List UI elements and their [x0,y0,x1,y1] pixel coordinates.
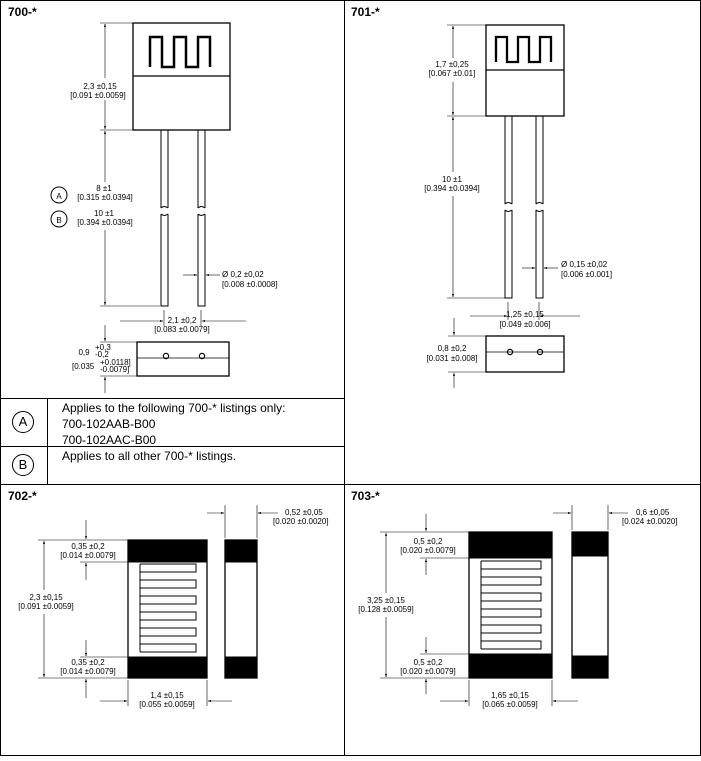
sensor-701-serpentine [494,35,553,64]
dim-701-thick-in: [0.031 ±0.008] [426,354,477,363]
dim-701-thick-mm: 0,8 ±0,2 [438,344,467,353]
dim-700-height-mm: 2,3 ±0,15 [83,82,117,91]
svg-text:-0.0079]: -0.0079] [100,365,129,374]
dim-702-bot-in: [0.014 ±0.0079] [60,667,116,676]
sensor-700-lead-right [197,130,206,307]
sensor-701-lead-right [535,116,544,299]
dim-703-bot-mm: 0,5 ±0,2 [414,658,443,667]
dim-703-width-mm: 1,65 ±0,15 [491,691,529,700]
dim-700-pitch-mm: 2,1 ±0,2 [168,316,197,325]
sensor-703-serpentine [480,560,542,650]
dim-703-width-in: [0.065 ±0.0059] [482,700,538,709]
dim-703-height-mm: 3,25 ±0,15 [367,596,405,605]
svg-text:+0.0118]: +0.0118] [100,358,131,367]
note-b-marker: B [12,454,34,476]
title-702: 702-* [8,489,37,503]
dim-702-thick-in: [0.020 ±0.0020] [273,517,329,526]
dim-700-leadB-mm: 10 ±1 [94,209,115,218]
note-a-line3: 700-102AAC-B00 [62,433,157,447]
dim-701-height-mm: 1,7 ±0,25 [435,60,469,69]
dim-703-top-in: [0.020 ±0.0079] [400,546,456,555]
dim-700-pitch-in: [0.083 ±0.0079] [154,325,210,334]
sensor-702-drawing [38,505,278,706]
dim-703-thick-in: [0.024 ±0.0020] [622,517,678,526]
sensor-701-drawing [447,24,580,388]
dim-701-pitch-in: [0.049 ±0.006] [499,320,550,329]
dim-702-width-in: [0.055 ±0.0059] [139,700,195,709]
callout-B-marker [50,210,68,228]
sensor-701-bottom-view [485,335,565,373]
sensor-700-serpentine [148,35,212,69]
dim-701-lead-in: [0.394 ±0.0394] [424,184,480,193]
svg-text:A: A [56,192,62,201]
dim-703-thick-mm: 0,6 ±0,05 [636,508,670,517]
title-701: 701-* [351,5,380,19]
dim-702-height-mm: 2,3 ±0,15 [29,593,63,602]
sensor-702-serpentine [139,563,197,653]
note-a-text: Applies to the following 700-* listings … [62,400,285,448]
dim-700-dia-mm: Ø 0,2 ±0,02 [222,270,264,279]
dim-703-top-mm: 0,5 ±0,2 [414,537,443,546]
sensor-701-lead-left [504,116,513,299]
dim-701-pitch-mm: 1,25 ±0,15 [506,310,544,319]
dim-701-lead-mm: 10 ±1 [442,175,463,184]
note-a-marker: A [12,411,34,433]
dim-700-leadA-in: [0.315 ±0.0394] [77,193,133,202]
dim-700-thick-in: [0.035 [72,362,95,371]
dim-702-top-in: [0.014 ±0.0079] [60,551,116,560]
dim-701-dia-in: [0.006 ±0.001] [561,270,612,279]
dim-702-width-mm: 1,4 ±0,15 [150,691,184,700]
dim-701-dia-mm: Ø 0,15 ±0,02 [561,260,608,269]
svg-text:-0,2: -0,2 [95,350,109,359]
sensor-703-drawing [380,505,628,706]
dim-700-leadA-mm: 8 ±1 [96,184,112,193]
title-700: 700-* [8,5,37,19]
dim-702-height-in: [0.091 ±0.0059] [18,602,74,611]
svg-text:+0,3: +0,3 [95,343,111,352]
dim-700-height-in: [0.091 ±0.0059] [70,91,126,100]
dim-702-thick-mm: 0,52 ±0,05 [285,508,323,517]
dim-700-thick-mm: 0,9 [78,348,90,357]
sensor-700-lead-left [160,130,169,307]
dim-702-bot-mm: 0,35 ±0,2 [71,658,105,667]
note-a-line1: Applies to the following 700-* listings … [62,401,286,415]
title-703: 703-* [351,489,380,503]
dim-701-height-in: [0.067 ±0.01] [429,69,476,78]
dim-700-dia-in: [0.008 ±0.0008] [222,280,278,289]
dim-700-leadB-in: [0.394 ±0.0394] [77,218,133,227]
note-a-line2: 700-102AAB-B00 [62,417,156,431]
svg-text:B: B [56,216,61,225]
sensor-700-bottom-view [136,341,230,377]
dim-702-top-mm: 0,35 ±0,2 [71,542,105,551]
dim-703-height-in: [0.128 ±0.0059] [358,605,414,614]
dim-703-bot-in: [0.020 ±0.0079] [400,667,456,676]
sensor-700-drawing [100,22,246,393]
note-b-text: Applies to all other 700-* listings. [62,449,237,463]
callout-A-marker [50,186,68,204]
